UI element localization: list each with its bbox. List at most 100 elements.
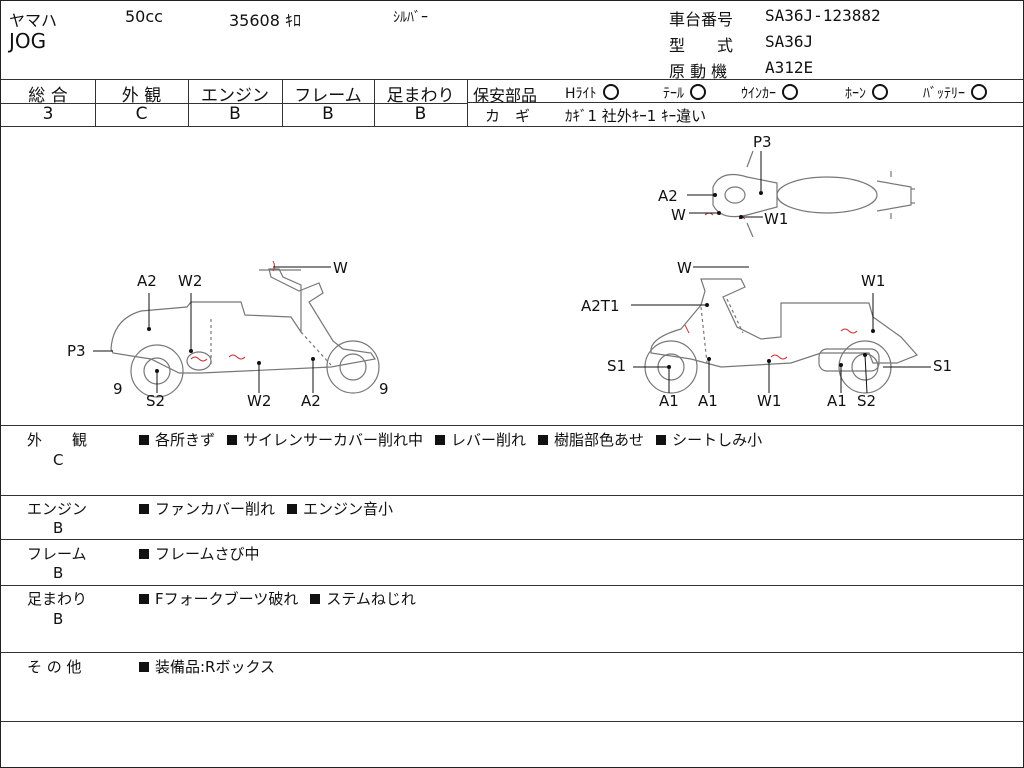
bullet-square-icon [139, 549, 149, 559]
callout-label: W2 [247, 392, 272, 410]
bullet-square-icon [139, 435, 149, 445]
callout-label: W [671, 206, 686, 224]
callout-dots [147, 191, 875, 373]
model-name: JOG [9, 29, 47, 53]
detail-item-text: 装備品:Rボックス [155, 658, 276, 676]
detail-item: サイレンサーカバー削れ中 [227, 431, 423, 449]
detail-item: フレームさび中 [139, 545, 260, 563]
callout-lines [93, 151, 931, 394]
detail-item: 樹脂部色あせ [538, 431, 644, 449]
callout-label: A1 [827, 392, 847, 410]
callout-label: P3 [67, 342, 86, 360]
callout-label: S2 [857, 392, 877, 410]
divider [1, 585, 1023, 586]
callout-label: A2 [137, 272, 157, 290]
safety-item-label: ﾎｰﾝ [845, 86, 866, 102]
detail-item-text: レバー削れ [451, 431, 527, 449]
divider [1, 425, 1023, 426]
detail-label-engine: エンジン [27, 500, 88, 518]
safety-headlight: Hﾗｲﾄ [565, 83, 619, 103]
detail-item: エンジン音小 [287, 500, 393, 518]
engine-value: A312E [765, 58, 814, 77]
detail-item: Fフォークブーツ破れ [139, 590, 298, 608]
bullet-square-icon [139, 504, 149, 514]
callout-label: A2 [301, 392, 321, 410]
engine-cc: 50cc [125, 7, 163, 26]
detail-items-frame: フレームさび中 [139, 543, 272, 564]
divider [188, 79, 189, 126]
type-label: 型 式 [669, 36, 734, 55]
detail-grade-engine: B [53, 519, 64, 537]
overall-grade: 3 [42, 104, 54, 124]
frame-no: SA36J-123882 [765, 6, 881, 25]
detail-label-frame: フレーム [27, 545, 87, 563]
frame-grade-label: フレーム [294, 86, 362, 106]
divider [1, 539, 1023, 540]
divider [374, 79, 375, 126]
safety-battery: ﾊﾞｯﾃﾘｰ [923, 83, 987, 103]
detail-item-text: ファンカバー削れ [155, 500, 276, 518]
callout-label: W2 [178, 272, 203, 290]
ok-circle-icon [602, 84, 619, 100]
scooter-diagram [93, 150, 931, 398]
detail-item-text: Fフォークブーツ破れ [155, 590, 299, 608]
right-side-scooter [644, 278, 919, 394]
detail-item: シートしみ小 [656, 431, 762, 449]
callout-label: S1 [607, 357, 627, 375]
detail-item: レバー削れ [435, 431, 526, 449]
callout-label: A1 [659, 392, 679, 410]
safety-item-label: ﾃｰﾙ [663, 86, 684, 102]
bullet-square-icon [139, 594, 149, 604]
detail-label-suspension: 足まわり [27, 590, 88, 608]
detail-items-engine: ファンカバー削れ エンジン音小 [139, 498, 405, 519]
ok-circle-icon [782, 84, 798, 100]
detail-item-text: エンジン音小 [303, 500, 394, 518]
safety-horn: ﾎｰﾝ [845, 83, 888, 103]
divider [1, 652, 1023, 653]
safety-winker: ｳｲﾝｶｰ [741, 83, 798, 103]
overall-label: 総 合 [28, 86, 68, 106]
detail-item: ファンカバー削れ [139, 500, 275, 518]
safety-item-label: ｳｲﾝｶｰ [741, 86, 776, 102]
callout-label: P3 [753, 133, 772, 151]
detail-items-other: 装備品:Rボックス [139, 656, 287, 677]
divider [1, 126, 1023, 127]
detail-grade-suspension: B [53, 610, 64, 628]
damage-marks [190, 212, 858, 362]
detail-items-suspension: Fフォークブーツ破れ ステムねじれ [139, 588, 428, 609]
divider [1, 79, 1023, 80]
detail-item-text: 樹脂部色あせ [554, 431, 645, 449]
detail-label-exterior: 外 観 [27, 431, 88, 449]
bullet-square-icon [227, 435, 238, 445]
engine-label: 原 動 機 [669, 62, 728, 81]
detail-item-text: 各所きず [155, 431, 216, 449]
bullet-square-icon [538, 435, 549, 445]
safety-tail: ﾃｰﾙ [663, 83, 706, 103]
divider [1, 495, 1023, 496]
callout-label: A2T1 [581, 297, 620, 315]
detail-item-text: ステムねじれ [326, 590, 416, 608]
detail-item: ステムねじれ [310, 590, 416, 608]
callout-label: W1 [764, 210, 789, 228]
callout-label: W1 [861, 272, 886, 290]
safety-label: 保安部品 [473, 86, 538, 105]
bullet-square-icon [656, 435, 667, 445]
maker: ヤマハ [9, 11, 58, 30]
divider [1, 103, 467, 104]
detail-item-text: フレームさび中 [155, 545, 260, 563]
ok-circle-icon [971, 84, 987, 100]
detail-item-text: シートしみ小 [672, 431, 763, 449]
engine-grade: B [229, 104, 241, 124]
divider [1, 721, 1023, 722]
safety-item-label: Hﾗｲﾄ [565, 86, 597, 102]
callout-label: 9 [379, 380, 389, 398]
suspension-grade-label: 足まわり [386, 86, 455, 106]
detail-label-other: そ の 他 [27, 658, 82, 676]
callout-label: W [333, 259, 348, 277]
divider [467, 102, 1023, 103]
top-view-scooter [712, 150, 915, 238]
exterior-grade: C [135, 104, 148, 124]
keys-label: カ ギ [485, 107, 531, 125]
ok-circle-icon [872, 84, 888, 100]
